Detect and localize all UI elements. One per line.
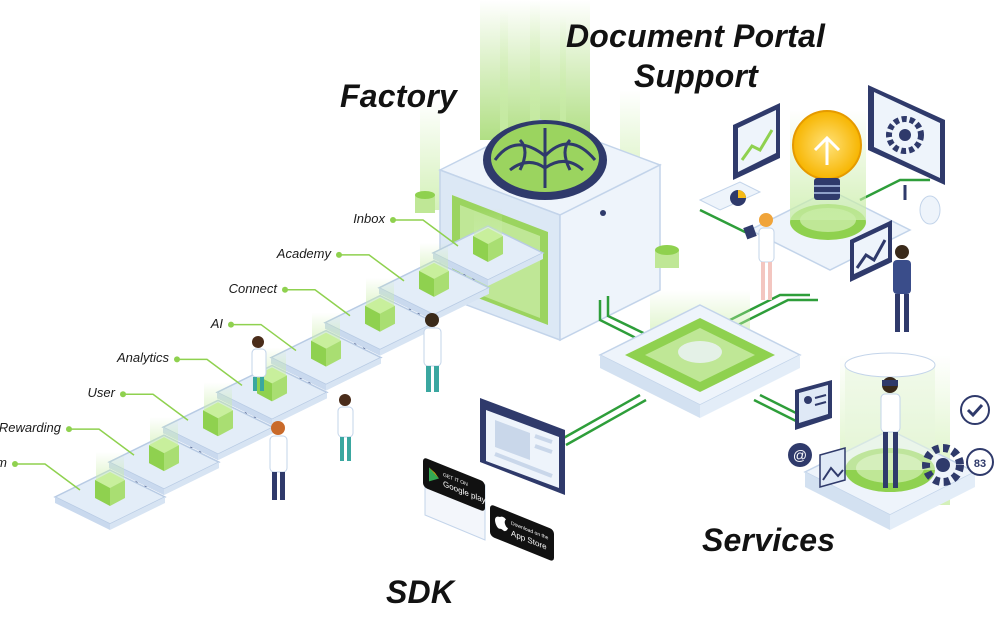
pipeline-platform (120, 382, 275, 461)
apple-icon (495, 516, 508, 532)
pipeline-platform (282, 277, 437, 356)
pipeline-step-label: Academy (276, 245, 331, 261)
pipeline-step-label: Rewarding (0, 420, 61, 436)
factory-title: Factory (340, 78, 457, 114)
step-marker-dot (66, 426, 72, 433)
analytics-board-icon (850, 220, 892, 282)
svg-text:@: @ (793, 447, 807, 463)
pipeline-step-label: Perform (0, 455, 7, 470)
person-woman-bulb (743, 213, 775, 300)
email-icon: @ (788, 443, 812, 467)
services-title: Services (702, 522, 836, 558)
pipeline-step-label: Analytics (116, 350, 169, 366)
bulb-scene (748, 110, 912, 271)
pie-chart-icon (698, 181, 762, 211)
pipeline-platform (228, 312, 383, 391)
profile-card-icon (795, 380, 832, 430)
pipeline-step-label: Connect (228, 280, 277, 296)
step-marker-dot (228, 321, 234, 328)
google-play-badge[interactable]: GET IT ON Google play (423, 457, 486, 513)
chart-monitor-icon (733, 103, 780, 180)
score-badge: 83 (966, 448, 994, 476)
person-woman-center (337, 394, 354, 461)
person-woman-analytics (251, 336, 267, 391)
document-portal-title-line1: Document Portal (566, 18, 826, 54)
services-gear-icon (922, 444, 964, 486)
pipeline-platform (390, 208, 545, 286)
factory-light-beams (420, 0, 640, 210)
sdk-title: SDK (386, 574, 455, 610)
person-man-board (893, 245, 911, 332)
pipeline-platforms (12, 208, 545, 530)
pipeline-step-label: User (87, 385, 115, 401)
person-man-front (269, 421, 288, 500)
step-marker-dot (282, 286, 288, 293)
step-marker-dot (174, 356, 180, 363)
step-marker-dot (12, 461, 18, 467)
pipeline-platform (66, 417, 221, 496)
gear-monitor-icon (868, 85, 945, 200)
central-hub (598, 290, 802, 418)
step-marker-dot (336, 251, 342, 258)
decorative-cylinders (415, 191, 941, 268)
app-store-badge[interactable]: Download on the App Store (490, 504, 554, 562)
step-marker-dot (120, 391, 126, 398)
score-badge-number: 83 (974, 458, 986, 470)
person-scientist-near-factory (423, 313, 442, 392)
person-vr-user (880, 377, 901, 488)
pipeline-platform (12, 452, 167, 530)
pipeline-step-label: Inbox (353, 211, 385, 226)
check-circle-icon (960, 395, 990, 425)
step-marker-dot (390, 217, 396, 223)
document-portal-title-line2: Support (634, 58, 759, 94)
image-card-icon (819, 447, 846, 488)
brain-icon (483, 120, 607, 200)
pipeline-step-label: AI (210, 315, 223, 331)
